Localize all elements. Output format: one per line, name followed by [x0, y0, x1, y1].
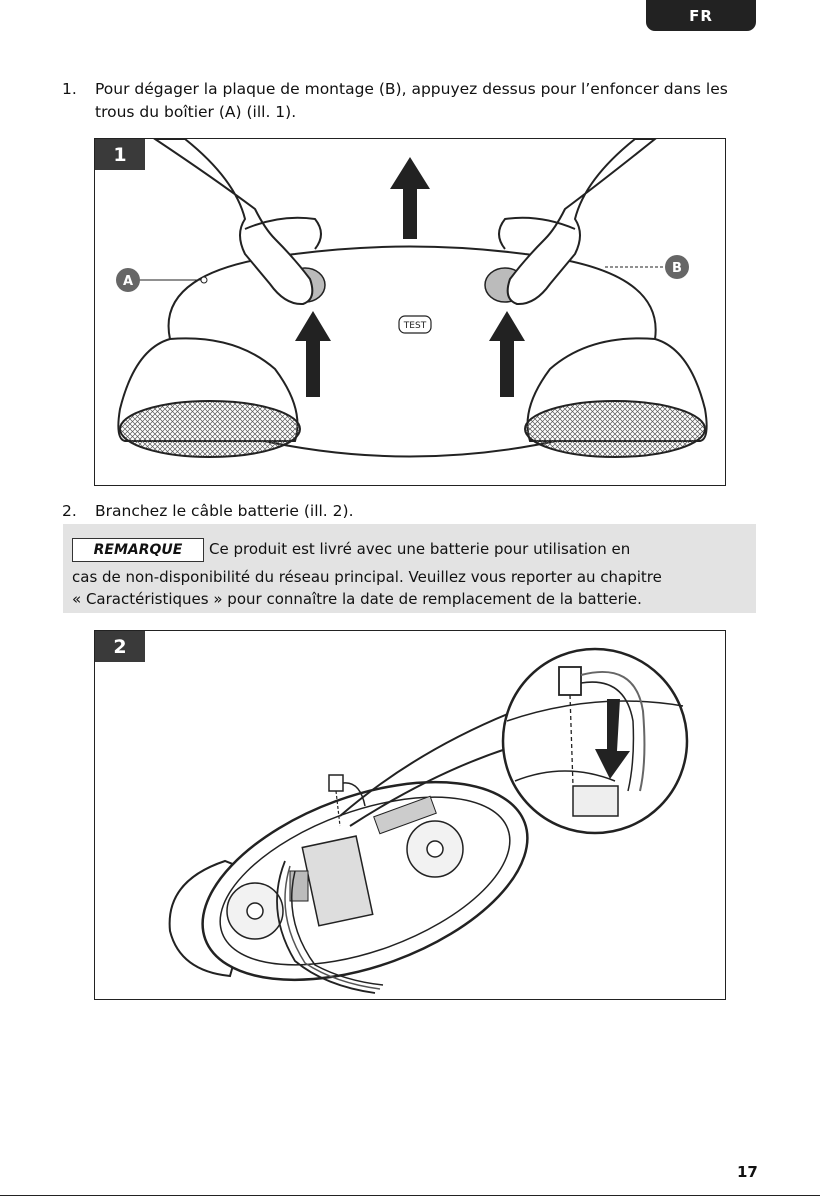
bottom-rule	[0, 1195, 820, 1196]
left-lamp-lens	[119, 400, 301, 458]
arrow-down	[595, 699, 630, 779]
figure-badge: 2	[95, 631, 145, 662]
figure-2-illustration	[168, 647, 689, 994]
battery-pack	[301, 835, 374, 927]
language-tab: FR	[646, 0, 756, 31]
right-hand	[506, 139, 657, 306]
note-text-line-3: « Caractéristiques » pour connaître la d…	[72, 590, 642, 608]
figure-1-illustration: TEST A B	[116, 139, 708, 458]
battery-connector	[328, 774, 344, 792]
note-text-line-1: Ce produit est livré avec une batterie p…	[209, 540, 631, 558]
step-text: Branchez le câble batterie (ill. 2).	[95, 502, 354, 520]
open-housing	[201, 780, 529, 982]
zoom-connector	[558, 666, 582, 696]
step-text: Pour dégager la plaque de montage (B), a…	[95, 80, 728, 121]
battery-wires	[276, 860, 376, 994]
note-box: REMARQUE Ce produit est livré avec une b…	[63, 524, 756, 613]
figure-1: 1 TEST A	[94, 138, 726, 486]
callout-b	[665, 255, 689, 279]
callout-b-label: B	[672, 261, 682, 276]
figure-2: 2	[94, 630, 726, 1000]
arrow-up-center	[390, 157, 430, 239]
step-number: 1.	[62, 80, 77, 98]
note-text-line-2: cas de non-disponibilité du réseau princ…	[72, 568, 662, 586]
left-hand	[153, 139, 314, 306]
arrow-up-left	[295, 311, 331, 397]
arrow-up-right	[489, 311, 525, 397]
figure-badge: 1	[95, 139, 145, 170]
test-button-label: TEST	[403, 321, 427, 331]
step-number: 2.	[62, 502, 77, 520]
right-lamp-lens	[524, 400, 706, 458]
callout-a	[116, 268, 140, 292]
note-tag: REMARQUE	[72, 538, 204, 562]
callout-a-label: A	[123, 274, 133, 289]
test-button	[398, 315, 432, 334]
page-number: 17	[737, 1163, 758, 1181]
